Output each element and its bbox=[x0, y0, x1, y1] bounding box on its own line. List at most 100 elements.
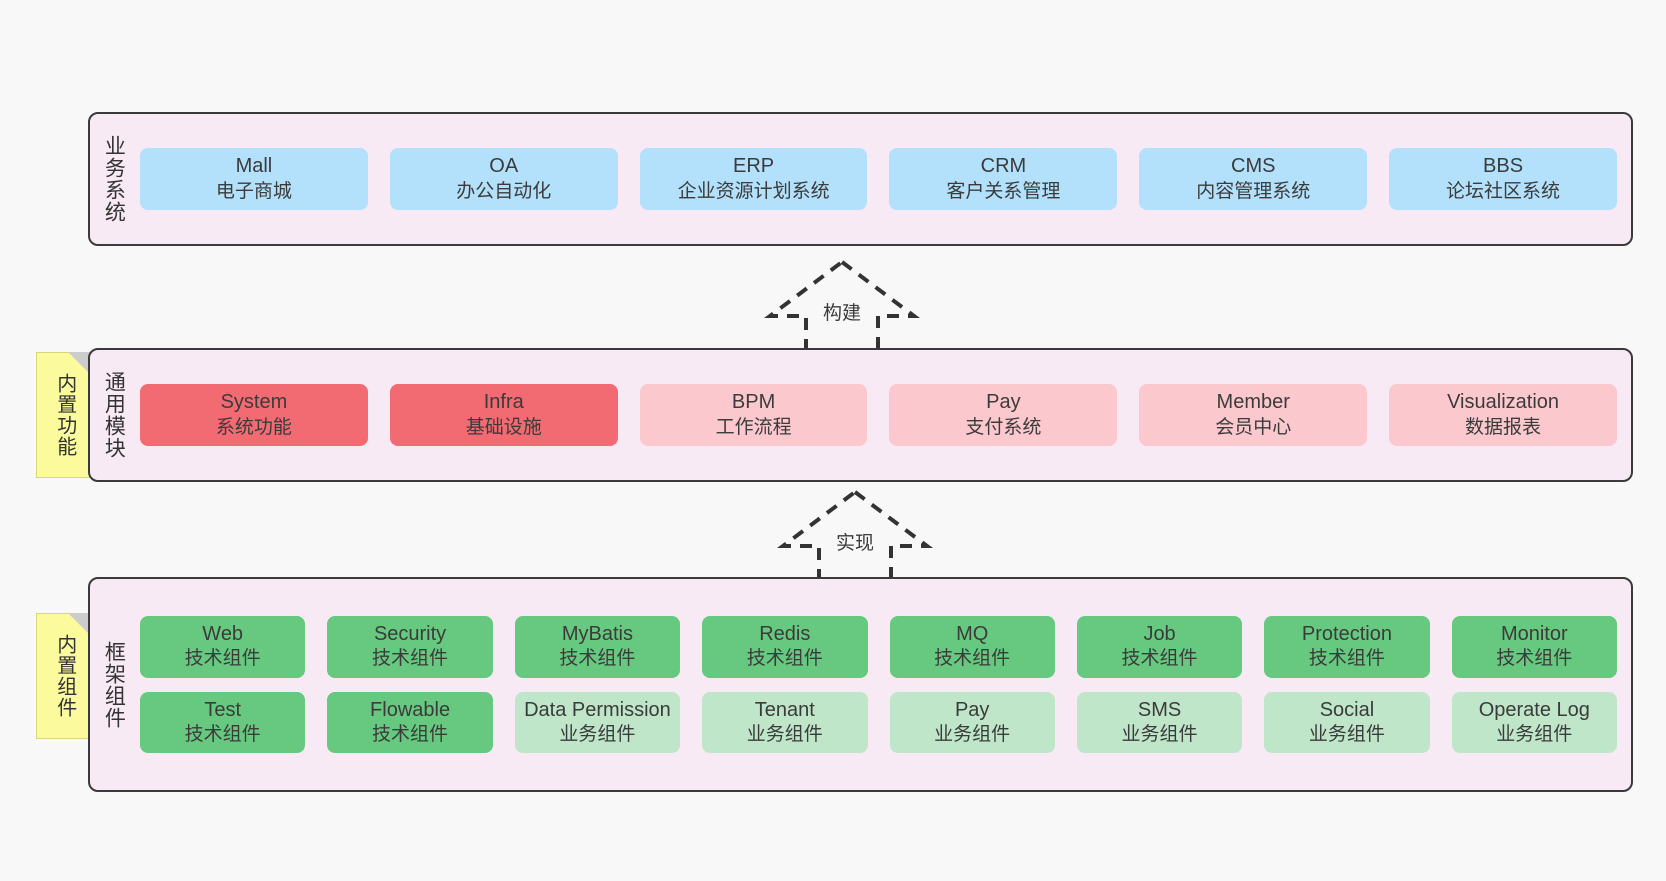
card-title: Member bbox=[1216, 391, 1290, 414]
card-title: BBS bbox=[1483, 155, 1524, 178]
card-title: Data Permission bbox=[524, 698, 671, 721]
card-bbs[interactable]: BBS 论坛社区系统 bbox=[1389, 148, 1617, 210]
card-row: Test 技术组件 Flowable 技术组件 Data Permission … bbox=[140, 691, 1617, 754]
card-monitor[interactable]: Monitor 技术组件 bbox=[1451, 615, 1617, 678]
card-crm[interactable]: CRM 客户关系管理 bbox=[889, 148, 1118, 210]
card-title: Tenant bbox=[754, 698, 815, 721]
layer-common-modules: 通用模块 System 系统功能 Infra 基础设施 BPM 工作流程 Pay… bbox=[88, 348, 1633, 482]
card-mybatis[interactable]: MyBatis 技术组件 bbox=[514, 615, 681, 678]
card-title: Social bbox=[1319, 698, 1375, 721]
card-title: Infra bbox=[483, 391, 524, 414]
card-subtitle: 基础设施 bbox=[465, 416, 542, 438]
card-title: MyBatis bbox=[561, 622, 633, 645]
card-protection[interactable]: Protection 技术组件 bbox=[1264, 615, 1430, 678]
card-test[interactable]: Test 技术组件 bbox=[140, 691, 306, 754]
card-mall[interactable]: Mall 电子商城 bbox=[140, 148, 368, 210]
card-sms[interactable]: SMS 业务组件 bbox=[1076, 691, 1243, 754]
layer-title-framework: 框架组件 bbox=[102, 640, 126, 729]
layer-body-framework: Web 技术组件 Security 技术组件 MyBatis 技术组件 Redi… bbox=[136, 579, 1631, 790]
card-subtitle: 工作流程 bbox=[715, 416, 792, 438]
card-title: CMS bbox=[1231, 155, 1276, 178]
card-title: BPM bbox=[731, 391, 776, 414]
layer-body-common: System 系统功能 Infra 基础设施 BPM 工作流程 Pay 支付系统… bbox=[136, 350, 1631, 480]
card-title: OA bbox=[489, 155, 519, 178]
card-social[interactable]: Social 业务组件 bbox=[1264, 691, 1430, 754]
card-title: SMS bbox=[1137, 698, 1182, 721]
card-member[interactable]: Member 会员中心 bbox=[1139, 384, 1368, 446]
card-bpm[interactable]: BPM 工作流程 bbox=[639, 384, 868, 446]
card-security[interactable]: Security 技术组件 bbox=[327, 615, 493, 678]
card-subtitle: 技术组件 bbox=[1121, 648, 1198, 670]
card-title: Protection bbox=[1301, 622, 1392, 645]
note-label: 内置组件 bbox=[53, 634, 76, 718]
card-row: System 系统功能 Infra 基础设施 BPM 工作流程 Pay 支付系统… bbox=[140, 384, 1617, 446]
card-infra[interactable]: Infra 基础设施 bbox=[389, 384, 618, 446]
card-subtitle: 技术组件 bbox=[746, 648, 823, 670]
card-mq[interactable]: MQ 技术组件 bbox=[889, 615, 1055, 678]
card-title: MQ bbox=[956, 622, 989, 645]
card-subtitle: 业务组件 bbox=[1308, 724, 1385, 746]
card-title: Job bbox=[1143, 622, 1176, 645]
card-subtitle: 技术组件 bbox=[372, 724, 449, 746]
card-job[interactable]: Job 技术组件 bbox=[1076, 615, 1243, 678]
layer-title-common: 通用模块 bbox=[102, 371, 126, 459]
card-subtitle: 企业资源计划系统 bbox=[677, 180, 830, 202]
arrow-outline-icon bbox=[764, 259, 920, 352]
card-title: Redis bbox=[759, 622, 811, 645]
card-subtitle: 业务组件 bbox=[934, 724, 1011, 746]
card-title: Security bbox=[373, 622, 447, 645]
card-title: Operate Log bbox=[1478, 698, 1590, 721]
card-subtitle: 技术组件 bbox=[934, 648, 1011, 670]
card-subtitle: 技术组件 bbox=[184, 648, 261, 670]
card-title: CRM bbox=[980, 155, 1027, 178]
card-subtitle: 业务组件 bbox=[1496, 724, 1573, 746]
card-subtitle: 技术组件 bbox=[559, 648, 636, 670]
arrow-outline-icon bbox=[777, 489, 933, 582]
card-redis[interactable]: Redis 技术组件 bbox=[702, 615, 868, 678]
card-title: Pay bbox=[954, 698, 990, 721]
card-pay-business[interactable]: Pay 业务组件 bbox=[889, 691, 1055, 754]
card-web[interactable]: Web 技术组件 bbox=[140, 615, 306, 678]
card-subtitle: 技术组件 bbox=[184, 724, 261, 746]
card-subtitle: 办公自动化 bbox=[456, 180, 552, 202]
card-subtitle: 内容管理系统 bbox=[1196, 180, 1311, 202]
card-subtitle: 业务组件 bbox=[746, 724, 823, 746]
card-tenant[interactable]: Tenant 业务组件 bbox=[702, 691, 868, 754]
card-system[interactable]: System 系统功能 bbox=[140, 384, 368, 446]
layer-title-business: 业务系统 bbox=[102, 135, 126, 223]
card-subtitle: 业务组件 bbox=[1121, 724, 1198, 746]
card-pay[interactable]: Pay 支付系统 bbox=[889, 384, 1118, 446]
card-title: Monitor bbox=[1500, 622, 1568, 645]
card-title: ERP bbox=[733, 155, 775, 178]
card-oa[interactable]: OA 办公自动化 bbox=[389, 148, 618, 210]
card-subtitle: 数据报表 bbox=[1465, 416, 1542, 438]
card-visualization[interactable]: Visualization 数据报表 bbox=[1389, 384, 1617, 446]
card-subtitle: 业务组件 bbox=[559, 724, 636, 746]
card-subtitle: 技术组件 bbox=[1496, 648, 1573, 670]
card-subtitle: 论坛社区系统 bbox=[1446, 180, 1561, 202]
card-cms[interactable]: CMS 内容管理系统 bbox=[1139, 148, 1368, 210]
card-subtitle: 支付系统 bbox=[965, 416, 1042, 438]
card-subtitle: 技术组件 bbox=[372, 648, 449, 670]
layer-body-business: Mall 电子商城 OA 办公自动化 ERP 企业资源计划系统 CRM 客户关系… bbox=[136, 114, 1631, 244]
card-subtitle: 电子商城 bbox=[215, 180, 292, 202]
card-title: Pay bbox=[986, 391, 1021, 414]
card-subtitle: 系统功能 bbox=[215, 416, 292, 438]
layer-framework-components: 框架组件 Web 技术组件 Security 技术组件 MyBatis 技术组件… bbox=[88, 577, 1633, 792]
card-operate-log[interactable]: Operate Log 业务组件 bbox=[1451, 691, 1617, 754]
card-row: Mall 电子商城 OA 办公自动化 ERP 企业资源计划系统 CRM 客户关系… bbox=[140, 148, 1617, 210]
card-subtitle: 客户关系管理 bbox=[946, 180, 1061, 202]
card-title: Flowable bbox=[370, 698, 451, 721]
note-label: 内置功能 bbox=[53, 373, 76, 457]
card-title: Mall bbox=[235, 155, 273, 178]
note-builtin-functions: 内置功能 bbox=[36, 352, 92, 478]
note-builtin-components: 内置组件 bbox=[36, 613, 92, 739]
card-data-permission[interactable]: Data Permission 业务组件 bbox=[514, 691, 681, 754]
card-subtitle: 技术组件 bbox=[1308, 648, 1385, 670]
layer-business-systems: 业务系统 Mall 电子商城 OA 办公自动化 ERP 企业资源计划系统 CRM… bbox=[88, 112, 1633, 246]
card-erp[interactable]: ERP 企业资源计划系统 bbox=[639, 148, 868, 210]
card-flowable[interactable]: Flowable 技术组件 bbox=[327, 691, 493, 754]
card-title: Test bbox=[204, 698, 242, 721]
arrow-build: 构建 bbox=[762, 258, 922, 354]
